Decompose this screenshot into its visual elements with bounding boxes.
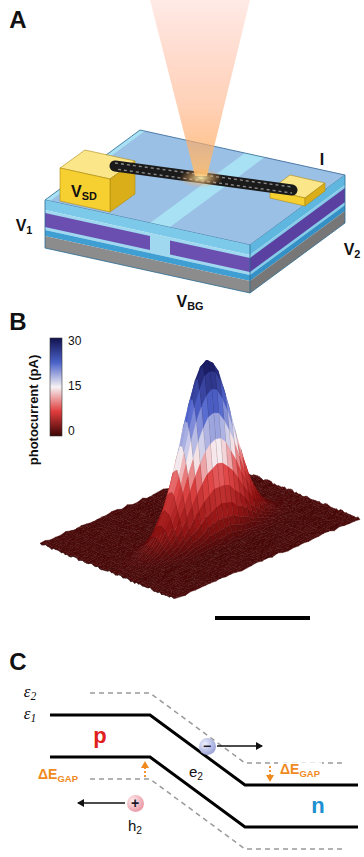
surface-line: [138, 363, 273, 557]
surface-patch: [225, 574, 232, 577]
surface-patch: [287, 524, 294, 527]
surface-patch: [343, 522, 350, 525]
surface-line: [122, 379, 257, 562]
surface-patch: [312, 535, 319, 539]
source-electrode: [60, 168, 110, 212]
dielectric-layer: [250, 205, 345, 281]
surface-line: [97, 493, 232, 575]
surface-line: [107, 446, 242, 571]
block-edge: [250, 245, 251, 293]
photocurrent-surface: [40, 361, 360, 599]
surface-patch: [271, 553, 278, 557]
surface-line: [153, 404, 288, 551]
nanotube-lattice: [115, 169, 292, 193]
surface-patch: [250, 562, 257, 566]
drain-electrode: [305, 183, 325, 206]
surface-line: [102, 470, 237, 572]
colorbar: [50, 338, 62, 436]
surface-line: [112, 421, 247, 568]
substrate: [45, 236, 250, 293]
laser-spot: [179, 168, 223, 188]
surface-patch: [266, 494, 273, 497]
nanotube: [115, 166, 292, 190]
block-outline: [45, 175, 345, 293]
surface-line: [158, 423, 293, 548]
surface-line: [86, 524, 221, 579]
surface-line: [91, 511, 226, 577]
device-drawing: [45, 0, 345, 293]
substrate: [250, 211, 345, 293]
surface-patch: [353, 517, 360, 521]
dielectric-layer: [45, 230, 250, 281]
surface-line: [148, 385, 283, 553]
surface-line: [143, 370, 278, 553]
surface-line: [174, 475, 309, 542]
surface-line: [127, 366, 262, 561]
surface-patch: [219, 540, 226, 545]
laser-beam: [150, 0, 250, 176]
